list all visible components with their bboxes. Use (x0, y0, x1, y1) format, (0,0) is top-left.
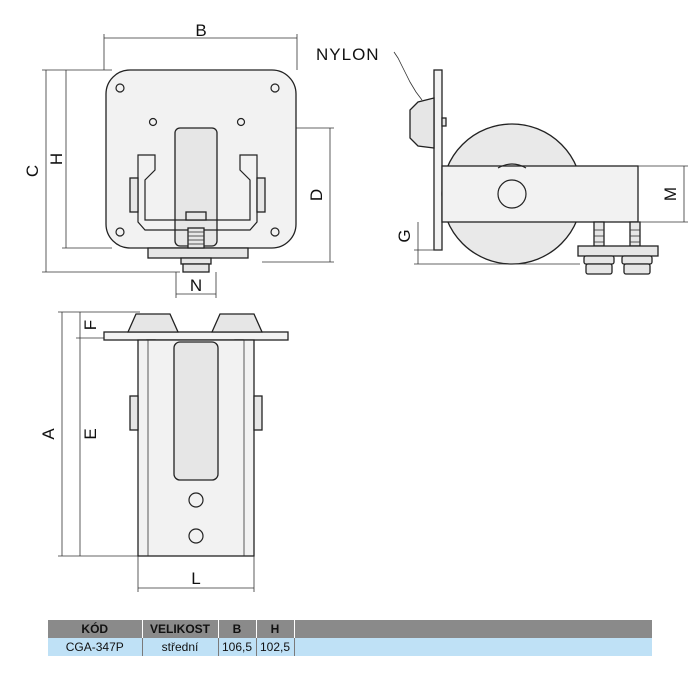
nylon-label: NYLON (316, 45, 380, 64)
bottom-view: A F E L (39, 311, 289, 592)
dim-label-h: H (47, 153, 66, 165)
dim-label-n: N (190, 276, 202, 295)
cell-h: 102,5 (256, 638, 295, 656)
nut (185, 211, 207, 221)
dim-label-b: B (195, 21, 206, 40)
mounting-hole (115, 227, 125, 237)
nylon-bumper (409, 97, 435, 149)
axle-cap (253, 395, 263, 431)
bolt-nut (585, 263, 613, 275)
bolt-nut (182, 263, 210, 273)
front-view: B C H D (23, 21, 334, 298)
header-b: B (218, 620, 257, 638)
table-row: CGA-347P střední 106,5 102,5 (48, 638, 652, 656)
dim-label-e: E (81, 428, 100, 439)
mounting-hole (148, 117, 158, 127)
washer (180, 257, 212, 265)
nylon-bumper (126, 313, 180, 333)
fork-bracket (137, 154, 258, 231)
base-block (577, 245, 659, 257)
bolt-nut (621, 255, 653, 265)
header-h: H (256, 620, 295, 638)
mounting-hole (270, 83, 280, 93)
header-kod: KÓD (48, 620, 143, 638)
cell-blank (294, 638, 652, 656)
axle-cap (129, 395, 139, 431)
cell-kod: CGA-347P (48, 638, 143, 656)
mounting-hole (236, 117, 246, 127)
bracket-arm (441, 165, 639, 223)
side-plate (433, 69, 443, 251)
table-header-row: KÓD VELIKOST B H (48, 620, 652, 638)
dim-label-f: F (81, 320, 100, 330)
axle-cap (129, 177, 139, 213)
mounting-hole (270, 227, 280, 237)
mounting-hole (188, 492, 204, 508)
bumper-screw (441, 117, 447, 127)
dim-label-m: M (661, 187, 680, 201)
cell-b: 106,5 (218, 638, 257, 656)
hub-arc (497, 163, 527, 169)
dim-label-a: A (39, 428, 58, 440)
bolt-nut (583, 255, 615, 265)
dim-label-c: C (23, 165, 42, 177)
nylon-leader (393, 51, 423, 101)
dim-label-d: D (307, 189, 326, 201)
axle-hub (497, 179, 527, 209)
side-view: NYLON M G (316, 45, 688, 275)
bolt-nut (623, 263, 651, 275)
top-plate (103, 331, 289, 341)
header-blank (294, 620, 652, 638)
wheel-tread (173, 341, 219, 481)
cell-velikost: střední (142, 638, 219, 656)
bolt-shank (187, 227, 205, 249)
mounting-hole (115, 83, 125, 93)
header-velikost: VELIKOST (142, 620, 219, 638)
mounting-hole (188, 528, 204, 544)
dim-label-l: L (191, 569, 200, 588)
spec-table: KÓD VELIKOST B H CGA-347P střední 106,5 … (48, 620, 652, 656)
axle-cap (256, 177, 266, 213)
dim-label-g: G (395, 229, 414, 242)
nylon-bumper (210, 313, 264, 333)
base-block (147, 247, 249, 259)
